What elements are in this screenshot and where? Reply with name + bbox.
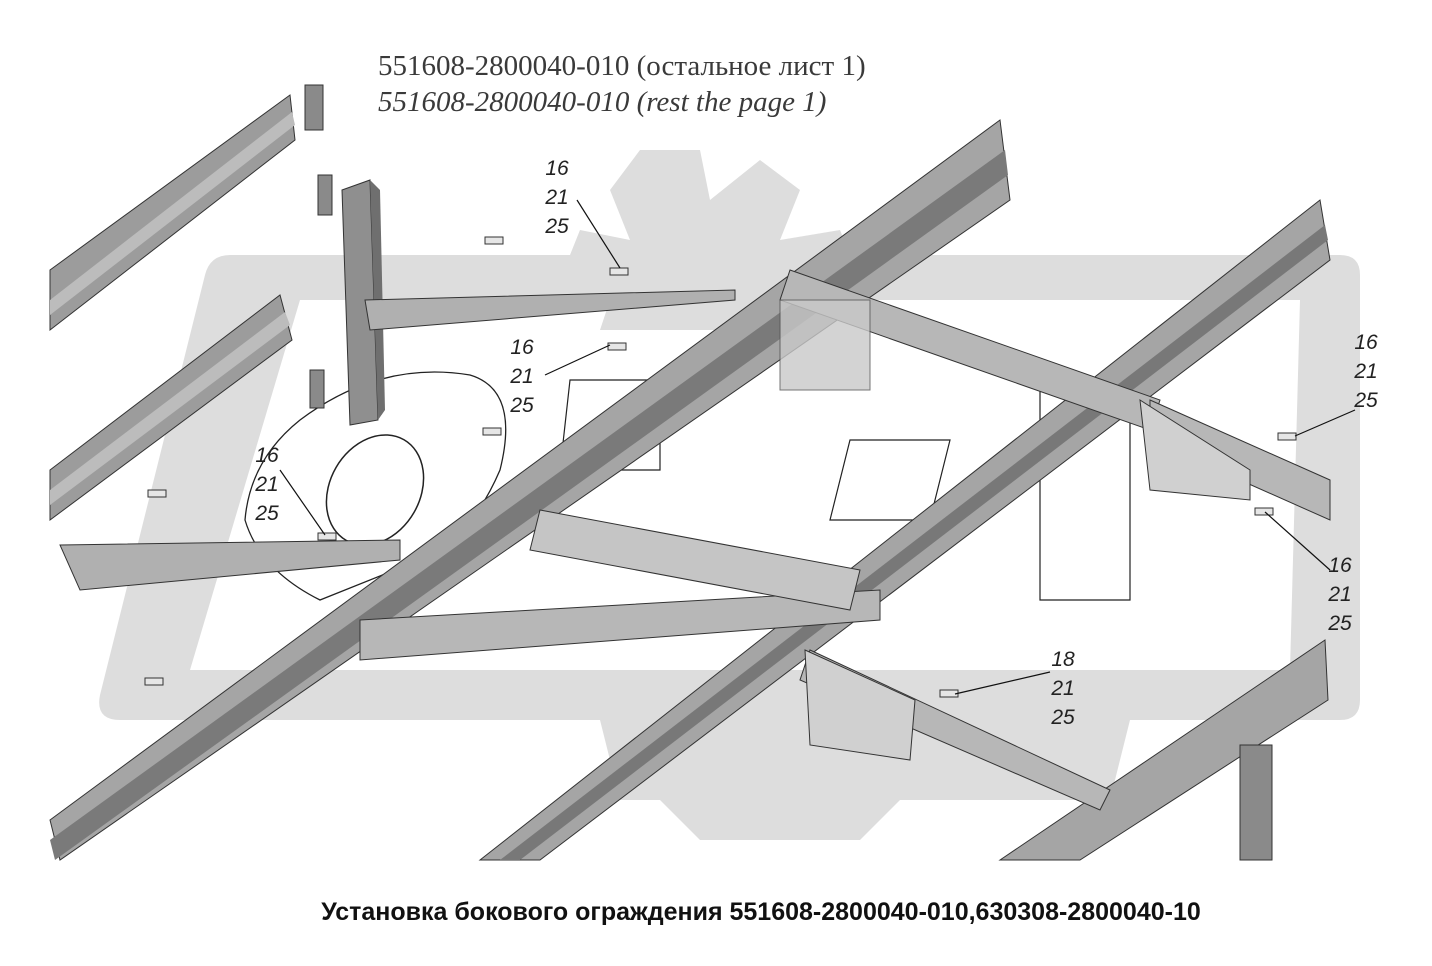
callout-label: 18 21 25 bbox=[1043, 645, 1083, 732]
callout-number: 16 bbox=[1328, 554, 1352, 577]
callout-label: 16 21 25 bbox=[502, 333, 542, 420]
callout-number: 21 bbox=[1051, 677, 1075, 700]
cross-members bbox=[359, 269, 1331, 811]
callout-number: 25 bbox=[255, 502, 279, 525]
callout-number: 25 bbox=[510, 394, 534, 417]
frame-members bbox=[49, 119, 1331, 861]
header-title-ru: 551608-2800040-010 (остальное лист 1) bbox=[378, 50, 866, 82]
callout-number: 25 bbox=[1051, 706, 1075, 729]
callout-number: 25 bbox=[1354, 389, 1378, 412]
callout-label: 16 21 25 bbox=[1320, 551, 1360, 638]
callout-number: 16 bbox=[510, 336, 534, 359]
callout-number: 21 bbox=[1328, 583, 1352, 606]
leader-lines bbox=[279, 199, 1356, 695]
callout-number: 21 bbox=[510, 365, 534, 388]
callout-label: 16 21 25 bbox=[537, 154, 577, 241]
callout-number: 25 bbox=[1328, 612, 1352, 635]
callout-number: 25 bbox=[545, 215, 569, 238]
callout-number: 16 bbox=[1354, 331, 1378, 354]
callout-label: 16 21 25 bbox=[247, 441, 287, 528]
callout-number: 21 bbox=[255, 473, 279, 496]
callout-number: 21 bbox=[545, 186, 569, 209]
header-title-en: 551608-2800040-010 (rest the page 1) bbox=[378, 86, 827, 118]
figure-caption: Установка бокового ограждения 551608-280… bbox=[321, 898, 1201, 926]
callout-number: 21 bbox=[1354, 360, 1378, 383]
callout-number: 16 bbox=[545, 157, 569, 180]
callout-number: 18 bbox=[1051, 648, 1075, 671]
callout-label: 16 21 25 bbox=[1346, 328, 1386, 415]
bracket bbox=[59, 179, 736, 591]
callout-number: 16 bbox=[255, 444, 279, 467]
side-rails bbox=[49, 84, 333, 521]
